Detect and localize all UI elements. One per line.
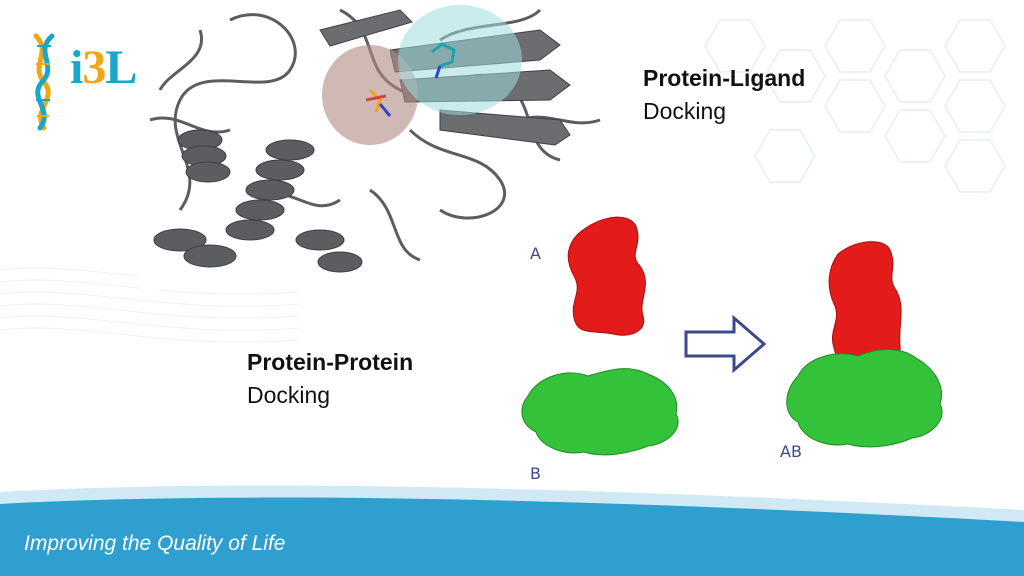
wave-lines-decoration bbox=[0, 267, 300, 343]
logo-wordmark: i3L bbox=[70, 41, 137, 94]
protein-ligand-title: Protein-Ligand bbox=[643, 65, 806, 91]
protein-protein-caption: Protein-Protein Docking bbox=[247, 346, 413, 412]
protein-b-label: B bbox=[530, 464, 541, 483]
footer-tagline: Improving the Quality of Life bbox=[24, 532, 286, 555]
footer-wave-banner bbox=[0, 485, 1024, 576]
protein-ligand-caption: Protein-Ligand Docking bbox=[643, 62, 805, 128]
hexagon-background-pattern bbox=[704, 19, 1006, 193]
docking-illustration bbox=[521, 216, 943, 456]
complex-ab-green-surface bbox=[786, 349, 943, 448]
protein-protein-title: Protein-Protein bbox=[247, 349, 414, 375]
dna-helix-icon bbox=[33, 33, 55, 131]
protein-protein-subtitle: Docking bbox=[247, 382, 331, 408]
complex-ab-label: AB bbox=[780, 442, 802, 461]
right-arrow-icon bbox=[684, 314, 767, 374]
protein-a-label: A bbox=[530, 244, 541, 263]
protein-b-surface bbox=[521, 368, 679, 456]
protein-ligand-subtitle: Docking bbox=[643, 98, 727, 124]
protein-a-surface bbox=[567, 216, 646, 336]
protein-ligand-structure-image bbox=[140, 0, 610, 290]
protein-protein-docking-image: A B AB bbox=[508, 196, 958, 496]
